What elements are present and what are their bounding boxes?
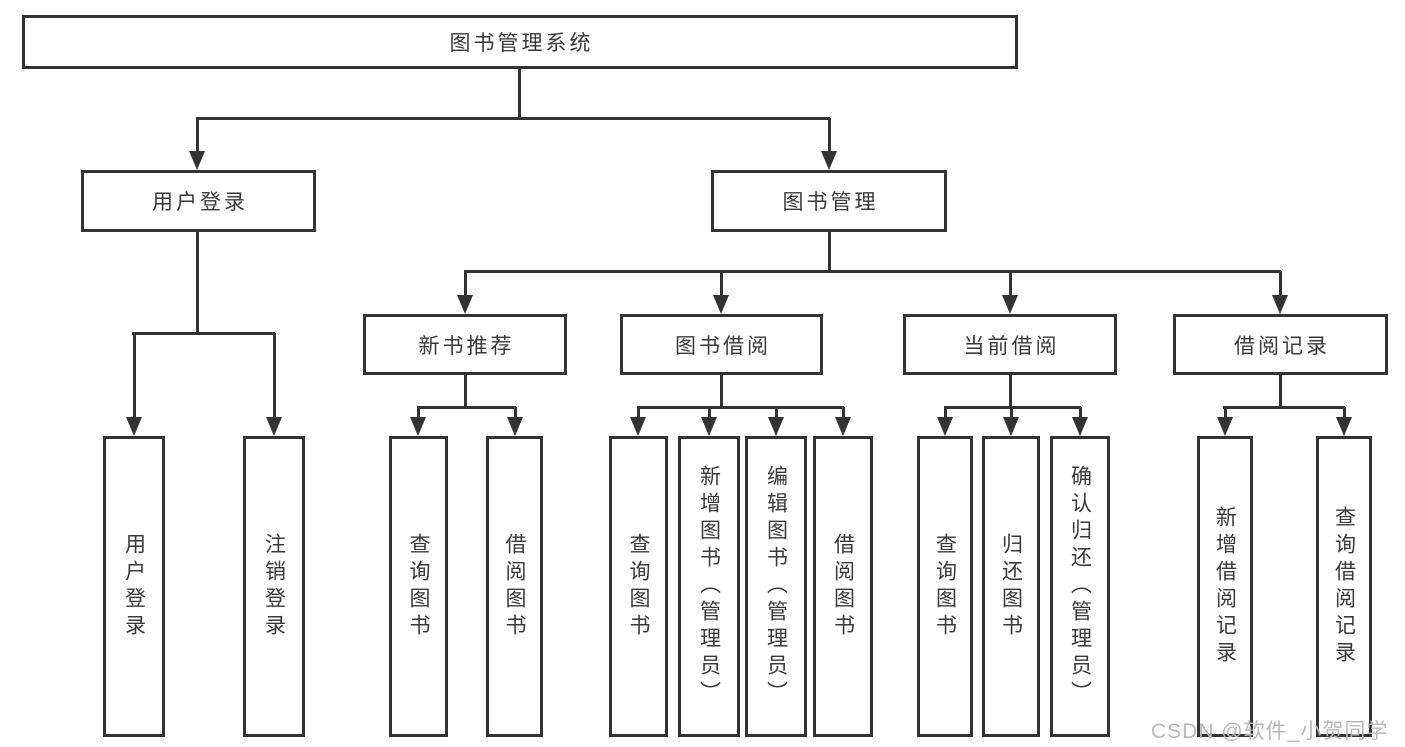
node-book-management: 图书管理 bbox=[711, 170, 947, 232]
connector-line bbox=[464, 375, 467, 407]
connector-arrow-stem bbox=[708, 407, 711, 423]
connector-arrow-stem bbox=[133, 333, 136, 423]
node-query-books-3: 查询图书 bbox=[917, 436, 973, 737]
node-edit-books-admin: 编辑图书（管理员） bbox=[745, 436, 807, 737]
node-return-books: 归还图书 bbox=[982, 436, 1040, 737]
arrowhead-down-icon bbox=[713, 295, 729, 314]
node-label: 归还图书 bbox=[999, 532, 1023, 641]
connector-arrow-stem bbox=[417, 407, 420, 423]
arrowhead-down-icon bbox=[189, 151, 205, 170]
connector-arrow-stem bbox=[1224, 407, 1227, 423]
connector-arrow-stem bbox=[775, 407, 778, 423]
arrowhead-down-icon bbox=[457, 295, 473, 314]
connector-arrow-stem bbox=[1010, 407, 1013, 423]
arrowhead-down-icon bbox=[1217, 417, 1233, 436]
node-query-books-2: 查询图书 bbox=[609, 436, 668, 737]
node-label: 查询图书 bbox=[933, 532, 957, 641]
arrowhead-down-icon bbox=[507, 417, 523, 436]
connector-line bbox=[1279, 375, 1282, 407]
node-confirm-return-admin: 确认归还（管理员） bbox=[1050, 436, 1110, 737]
connector-arrow-stem bbox=[944, 407, 947, 423]
node-logout: 注销登录 bbox=[243, 436, 305, 737]
arrowhead-down-icon bbox=[835, 417, 851, 436]
node-query-borrow-record: 查询借阅记录 bbox=[1316, 436, 1372, 737]
arrowhead-down-icon bbox=[1002, 295, 1018, 314]
arrowhead-down-icon bbox=[1003, 417, 1019, 436]
connector-arrow-stem bbox=[828, 118, 831, 157]
arrowhead-down-icon bbox=[266, 417, 282, 436]
connector-line bbox=[1009, 375, 1012, 407]
arrowhead-down-icon bbox=[630, 417, 646, 436]
arrowhead-down-icon bbox=[1336, 417, 1352, 436]
node-user-login: 用户登录 bbox=[81, 170, 316, 232]
node-label: 新增借阅记录 bbox=[1213, 505, 1237, 668]
connector-arrow-stem bbox=[196, 118, 199, 157]
connector-line bbox=[828, 232, 831, 271]
node-label: 借阅图书 bbox=[503, 532, 526, 641]
node-user-login-leaf: 用户登录 bbox=[103, 436, 165, 737]
connector-arrow-stem bbox=[1343, 407, 1346, 423]
connector-arrow-stem bbox=[273, 333, 276, 423]
arrowhead-down-icon bbox=[126, 417, 142, 436]
node-label: 借阅图书 bbox=[831, 532, 855, 641]
connector-line bbox=[518, 69, 521, 118]
arrowhead-down-icon bbox=[937, 417, 953, 436]
node-label: 确认归还（管理员） bbox=[1068, 465, 1092, 708]
connector-line bbox=[464, 270, 1281, 273]
connector-arrow-stem bbox=[1079, 407, 1082, 423]
node-borrow-books-1: 借阅图书 bbox=[486, 436, 543, 737]
connector-line bbox=[637, 406, 844, 409]
node-add-borrow-record: 新增借阅记录 bbox=[1197, 436, 1253, 737]
node-label: 新增图书（管理员） bbox=[697, 465, 721, 708]
arrowhead-down-icon bbox=[768, 417, 784, 436]
arrowhead-down-icon bbox=[410, 417, 426, 436]
connector-arrow-stem bbox=[637, 407, 640, 423]
node-label: 用户登录 bbox=[122, 532, 146, 641]
node-library-management-system: 图书管理系统 bbox=[22, 15, 1018, 69]
node-book-borrowing: 图书借阅 bbox=[620, 314, 823, 375]
connector-line bbox=[132, 332, 275, 335]
csdn-watermark: CSDN @软件_小贺同学 bbox=[1151, 720, 1389, 743]
arrowhead-down-icon bbox=[821, 151, 837, 170]
node-borrow-books-2: 借阅图书 bbox=[813, 436, 873, 737]
node-label: 查询图书 bbox=[407, 532, 430, 641]
arrowhead-down-icon bbox=[1272, 295, 1288, 314]
node-current-borrowing: 当前借阅 bbox=[903, 314, 1117, 375]
connector-line bbox=[720, 375, 723, 407]
arrowhead-down-icon bbox=[701, 417, 717, 436]
connector-line bbox=[417, 406, 516, 409]
node-label: 注销登录 bbox=[262, 532, 286, 641]
connector-arrow-stem bbox=[720, 271, 723, 301]
arrowhead-down-icon bbox=[1072, 417, 1088, 436]
node-label: 编辑图书（管理员） bbox=[764, 465, 788, 708]
connector-arrow-stem bbox=[842, 407, 845, 423]
node-new-book-recommend: 新书推荐 bbox=[363, 314, 567, 375]
connector-arrow-stem bbox=[1009, 271, 1012, 301]
connector-line bbox=[196, 117, 830, 120]
connector-arrow-stem bbox=[464, 271, 467, 301]
node-add-books-admin: 新增图书（管理员） bbox=[678, 436, 740, 737]
connector-arrow-stem bbox=[1279, 271, 1282, 301]
node-label: 查询借阅记录 bbox=[1332, 505, 1356, 668]
connector-line bbox=[196, 232, 199, 333]
node-label: 查询图书 bbox=[627, 532, 650, 641]
node-borrowing-records: 借阅记录 bbox=[1173, 314, 1388, 375]
connector-line bbox=[1223, 406, 1345, 409]
node-query-books-1: 查询图书 bbox=[389, 436, 448, 737]
connector-arrow-stem bbox=[514, 407, 517, 423]
